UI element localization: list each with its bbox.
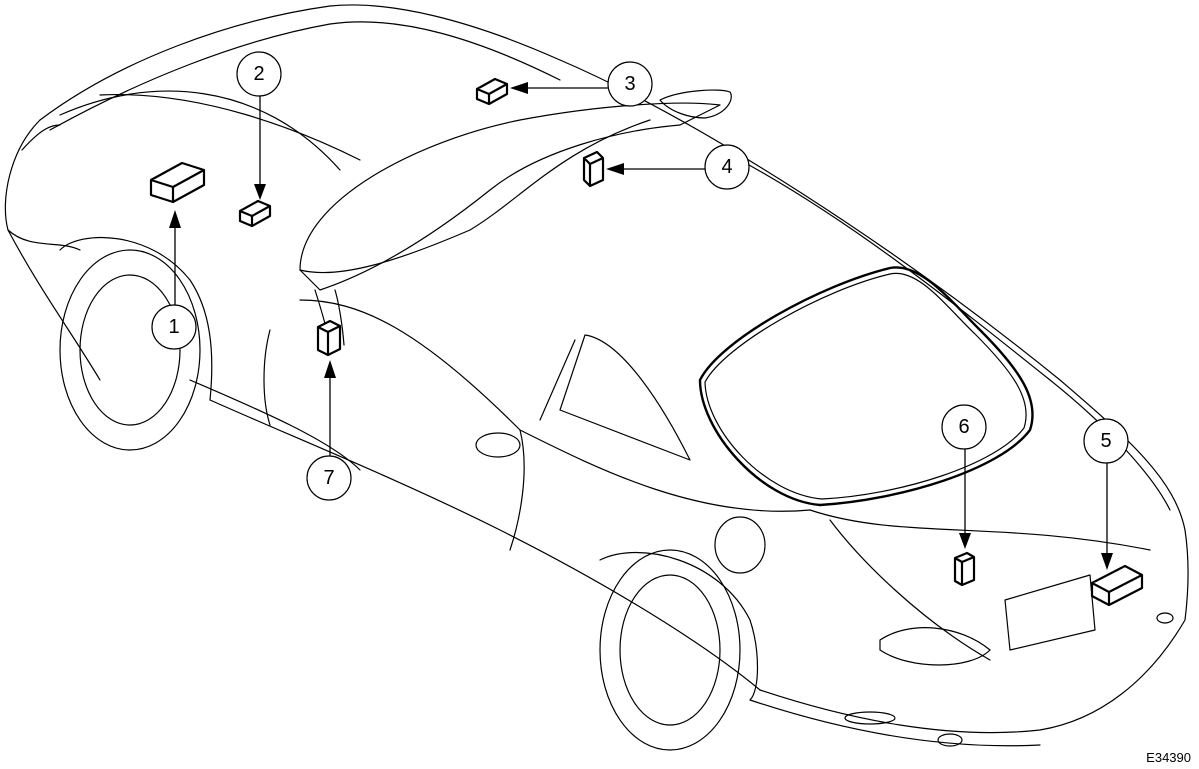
callout-3-label: 3 — [624, 73, 635, 95]
component-4-module — [582, 150, 605, 188]
callout-5: 5 — [1083, 418, 1129, 464]
callout-7-label: 7 — [323, 467, 334, 489]
open-door — [299, 89, 732, 346]
callout-7: 7 — [306, 455, 352, 501]
component-3-module — [475, 77, 509, 106]
callout-4-label: 4 — [721, 156, 732, 178]
callout-6-label: 6 — [958, 416, 969, 438]
car-body-outline — [4, 4, 1189, 751]
leader-2 — [254, 96, 266, 200]
callout-5-label: 5 — [1100, 430, 1111, 452]
callout-2-label: 2 — [253, 63, 264, 85]
callout-3: 3 — [607, 61, 653, 107]
leader-3 — [510, 82, 608, 94]
leader-4 — [606, 163, 705, 175]
callout-1: 1 — [151, 304, 197, 350]
callout-2: 2 — [236, 51, 282, 97]
component-6-module — [953, 551, 976, 587]
callout-4: 4 — [704, 144, 750, 190]
leader-6 — [959, 449, 971, 549]
figure-id-label: E34390 — [1146, 750, 1191, 765]
leader-1 — [169, 210, 181, 306]
component-5-module — [1090, 564, 1144, 607]
callout-1-label: 1 — [168, 316, 179, 338]
component-2-module — [238, 199, 272, 228]
callout-6: 6 — [941, 404, 987, 450]
component-1-module — [149, 161, 206, 204]
rear-windscreen — [698, 266, 1034, 507]
component-7-module — [316, 319, 342, 357]
leader-7 — [324, 360, 336, 456]
leader-5 — [1101, 463, 1113, 570]
